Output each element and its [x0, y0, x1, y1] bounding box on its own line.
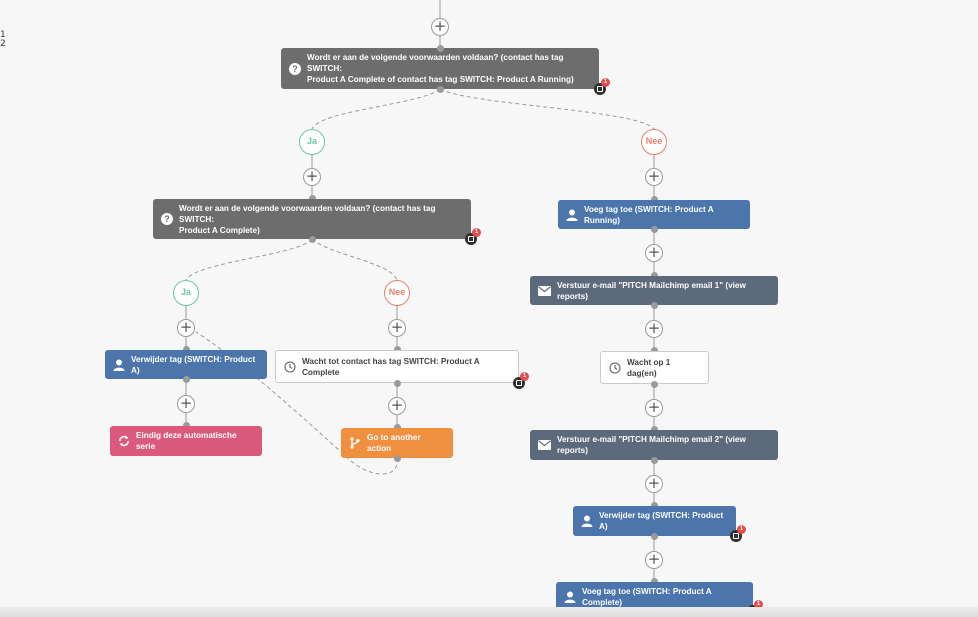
condition-2-line-1: Wordt er aan de volgende voorwaarden vol…	[179, 203, 436, 224]
notes-button[interactable]: 1	[513, 372, 529, 389]
remove-tag-right-label: Verwijder tag (SWITCH: Product A)	[599, 511, 724, 531]
add-action-button[interactable]: +	[177, 395, 195, 413]
connector-point	[394, 424, 401, 431]
connector-point	[651, 533, 658, 540]
add-tag-running-node[interactable]: Voeg tag toe (SWITCH: Product A Running)	[558, 200, 750, 229]
notes-icon	[597, 86, 603, 92]
add-action-button[interactable]: +	[177, 319, 195, 337]
bottom-scroll-edge	[0, 607, 978, 617]
connector-point	[651, 272, 658, 279]
goto-action-node[interactable]: Go to another action	[341, 428, 453, 458]
envelope-icon	[538, 285, 551, 296]
add-action-button[interactable]: +	[645, 168, 663, 186]
side-marker: 1 2	[0, 31, 6, 49]
clock-icon	[609, 361, 621, 374]
remove-tag-left-label: Verwijder tag (SWITCH: Product A)	[131, 354, 256, 375]
wait-until-label: Wacht tot contact has tag SWITCH: Produc…	[302, 356, 480, 377]
notes-button[interactable]: 1	[594, 78, 610, 95]
add-tag-complete-label: Voeg tag toe (SWITCH: Product A Complete…	[582, 587, 712, 607]
condition-node-1[interactable]: ? Wordt er aan de volgende voorwaarden v…	[281, 48, 599, 89]
user-icon	[581, 515, 593, 527]
send-email-2-node[interactable]: Verstuur e-mail "PITCH Mailchimp email 2…	[530, 430, 778, 460]
notes-count-badge: 1	[754, 600, 763, 609]
envelope-icon	[538, 440, 551, 450]
notes-icon	[516, 380, 522, 386]
send-email-1-node[interactable]: Verstuur e-mail "PITCH Mailchimp email 1…	[530, 276, 778, 305]
connector-point	[651, 347, 658, 354]
condition-2-line-2: Product A Complete)	[179, 225, 260, 235]
branch-no-2[interactable]: Nee	[384, 280, 410, 306]
add-action-button[interactable]: +	[388, 319, 406, 337]
connector-point	[651, 226, 658, 233]
connector-point	[437, 86, 444, 93]
notes-count-badge: 1	[737, 525, 746, 534]
condition-node-2[interactable]: ? Wordt er aan de volgende voorwaarden v…	[153, 199, 471, 239]
connector-point	[651, 578, 658, 585]
connector-point	[183, 376, 190, 383]
question-icon: ?	[289, 62, 301, 75]
question-icon: ?	[161, 213, 173, 225]
connector-point	[309, 195, 316, 202]
wait-until-node[interactable]: Wacht tot contact has tag SWITCH: Produc…	[275, 350, 519, 383]
add-action-button[interactable]: +	[303, 168, 321, 186]
connector-point	[309, 236, 316, 243]
notes-count-badge: 1	[472, 228, 481, 237]
end-automation-node[interactable]: Eindig deze automatische serie	[110, 426, 262, 456]
branch-icon	[349, 437, 361, 449]
connector-point	[394, 346, 401, 353]
connector-point	[651, 457, 658, 464]
wait-1-day-node[interactable]: Wacht op 1 dag(en)	[600, 351, 709, 384]
add-action-button[interactable]: +	[645, 551, 663, 569]
connector-point	[437, 45, 444, 52]
connector-point	[651, 426, 658, 433]
branch-yes-2[interactable]: Ja	[173, 280, 199, 306]
loop-icon	[118, 435, 130, 447]
connector-point	[394, 380, 401, 387]
connector-point	[651, 302, 658, 309]
clock-icon	[284, 360, 296, 373]
notes-icon	[733, 533, 739, 539]
goto-action-label: Go to another action	[367, 433, 421, 453]
branch-yes-1[interactable]: Ja	[299, 129, 325, 155]
connector-point	[183, 422, 190, 429]
condition-2-text: Wordt er aan de volgende voorwaarden vol…	[179, 203, 463, 236]
wait-1-day-label: Wacht op 1 dag(en)	[627, 357, 671, 378]
end-automation-label: Eindig deze automatische serie	[136, 431, 237, 451]
add-action-button[interactable]: +	[645, 399, 663, 417]
connector-point	[651, 196, 658, 203]
side-marker-line-2: 2	[0, 39, 6, 49]
send-email-1-label: Verstuur e-mail "PITCH Mailchimp email 1…	[557, 280, 746, 301]
remove-tag-node-left[interactable]: Verwijder tag (SWITCH: Product A)	[105, 350, 267, 379]
user-icon	[113, 359, 125, 371]
user-icon	[564, 591, 576, 603]
connector-point	[183, 346, 190, 353]
notes-icon	[468, 236, 474, 242]
branch-no-1[interactable]: Nee	[641, 129, 667, 155]
condition-1-line-2: Product A Complete of contact has tag SW…	[307, 75, 574, 84]
add-action-button[interactable]: +	[388, 397, 406, 415]
remove-tag-node-right[interactable]: Verwijder tag (SWITCH: Product A)	[573, 506, 736, 536]
add-action-button[interactable]: +	[645, 475, 663, 493]
condition-1-line-1: Wordt er aan de volgende voorwaarden vol…	[307, 53, 564, 73]
side-marker-line-1: 1	[0, 30, 6, 40]
add-tag-running-label: Voeg tag toe (SWITCH: Product A Running)	[584, 204, 714, 225]
add-action-button[interactable]: +	[431, 18, 449, 36]
notes-count-badge: 1	[601, 78, 610, 87]
connector-point	[651, 381, 658, 388]
notes-button[interactable]: 1	[730, 525, 746, 542]
connector-point	[394, 455, 401, 462]
send-email-2-label: Verstuur e-mail "PITCH Mailchimp email 2…	[557, 435, 746, 455]
add-action-button[interactable]: +	[645, 244, 663, 262]
add-action-button[interactable]: +	[645, 320, 663, 338]
connector-point	[651, 502, 658, 509]
notes-button[interactable]: 1	[465, 228, 481, 245]
notes-count-badge: 1	[520, 372, 529, 381]
user-icon	[566, 209, 578, 221]
condition-1-text: Wordt er aan de volgende voorwaarden vol…	[307, 52, 591, 85]
